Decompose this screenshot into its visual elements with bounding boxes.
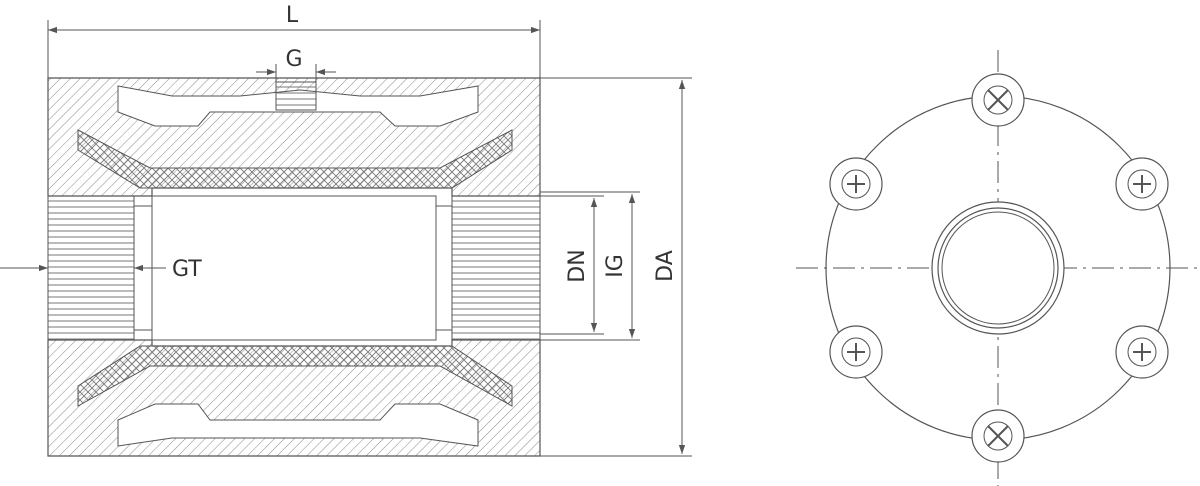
label-dn: DN xyxy=(565,249,590,282)
label-da: DA xyxy=(653,250,678,282)
label-ig: IG xyxy=(603,254,628,278)
bore-outer-ring xyxy=(931,201,1065,335)
end-view xyxy=(796,50,1200,486)
bore-inner xyxy=(941,211,1055,325)
screw-upper-left xyxy=(841,169,871,199)
screw-top xyxy=(983,85,1013,115)
label-l: L xyxy=(286,3,299,28)
right-thread xyxy=(451,195,541,341)
screw-lower-right xyxy=(1127,337,1157,367)
bore-thread-ring xyxy=(937,207,1059,329)
right-thread-runout xyxy=(435,205,453,331)
section-view: L G GT DN IG DA xyxy=(0,3,692,457)
left-thread xyxy=(47,195,135,341)
bore xyxy=(151,195,437,341)
upper-liner xyxy=(77,129,513,189)
screw-upper-right xyxy=(1127,169,1157,199)
gauge-port xyxy=(275,81,317,111)
lower-liner xyxy=(77,345,513,407)
screws xyxy=(841,85,1157,451)
lower-recess xyxy=(117,403,479,447)
screw-lower-left xyxy=(841,337,871,367)
label-g: G xyxy=(285,47,302,72)
label-gt: GT xyxy=(172,257,202,282)
screw-bottom xyxy=(983,421,1013,451)
